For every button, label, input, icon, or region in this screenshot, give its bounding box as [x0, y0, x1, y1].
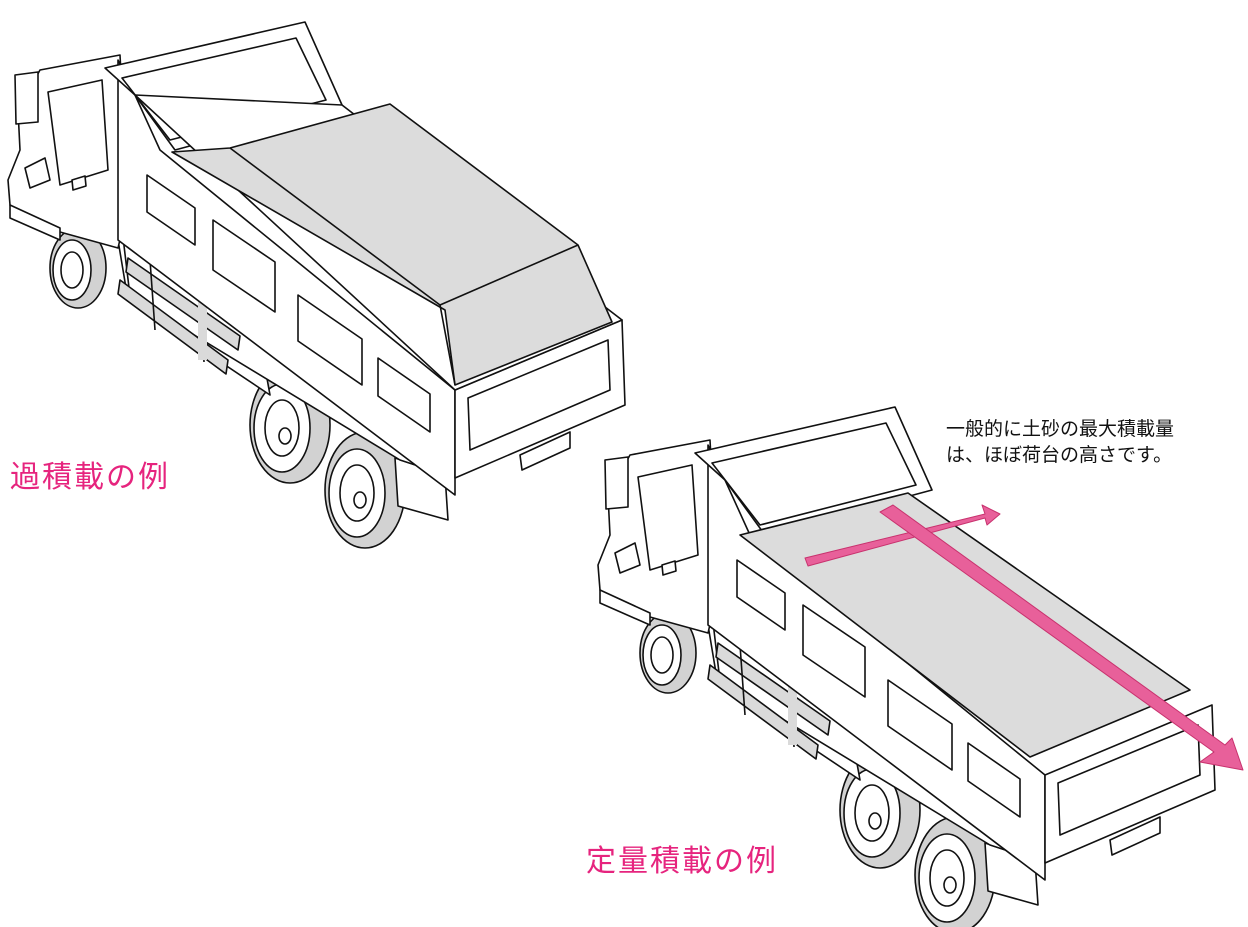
overloaded-truck [7, 21, 626, 549]
heaped-load [171, 103, 613, 386]
capacity-note: 一般的に土砂の最大積載量 は、ほぼ荷台の高さです。 [946, 416, 1174, 468]
standard-truck [597, 406, 1216, 927]
length-arrow [879, 504, 1244, 771]
width-arrow [804, 504, 1001, 567]
note-line-1: 一般的に土砂の最大積載量 [946, 418, 1175, 440]
overload-label: 過積載の例 [10, 460, 170, 495]
flat-load [739, 492, 1191, 758]
load-arrows [804, 504, 1244, 771]
standard-load-label: 定量積載の例 [586, 844, 778, 879]
note-line-2: は、ほぼ荷台の高さです。 [946, 444, 1173, 466]
